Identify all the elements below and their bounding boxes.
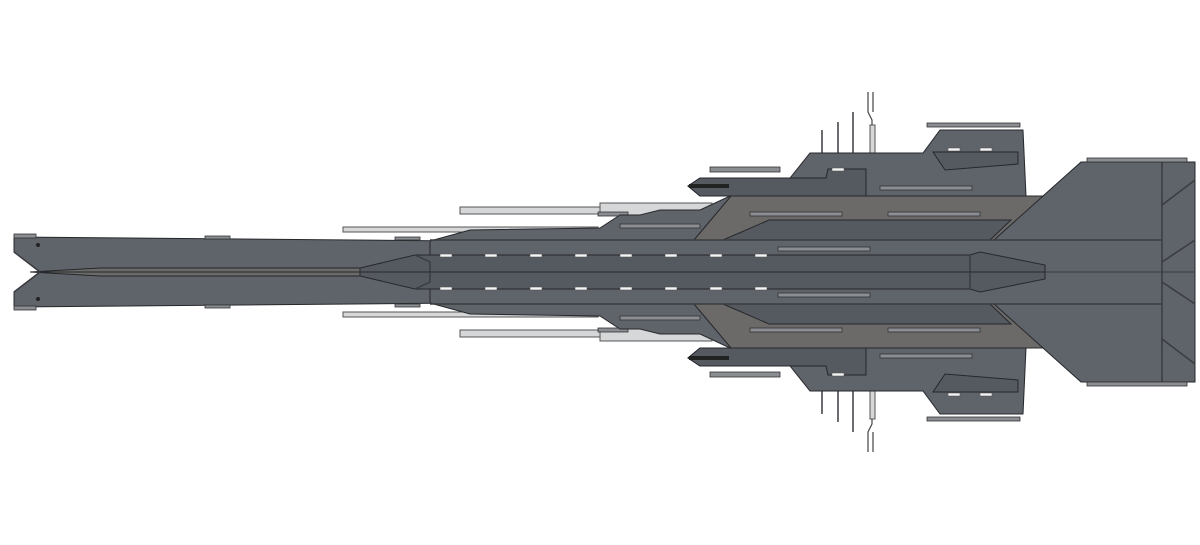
ship-port-half xyxy=(13,91,1196,273)
ship-starboard-half xyxy=(13,271,1196,453)
